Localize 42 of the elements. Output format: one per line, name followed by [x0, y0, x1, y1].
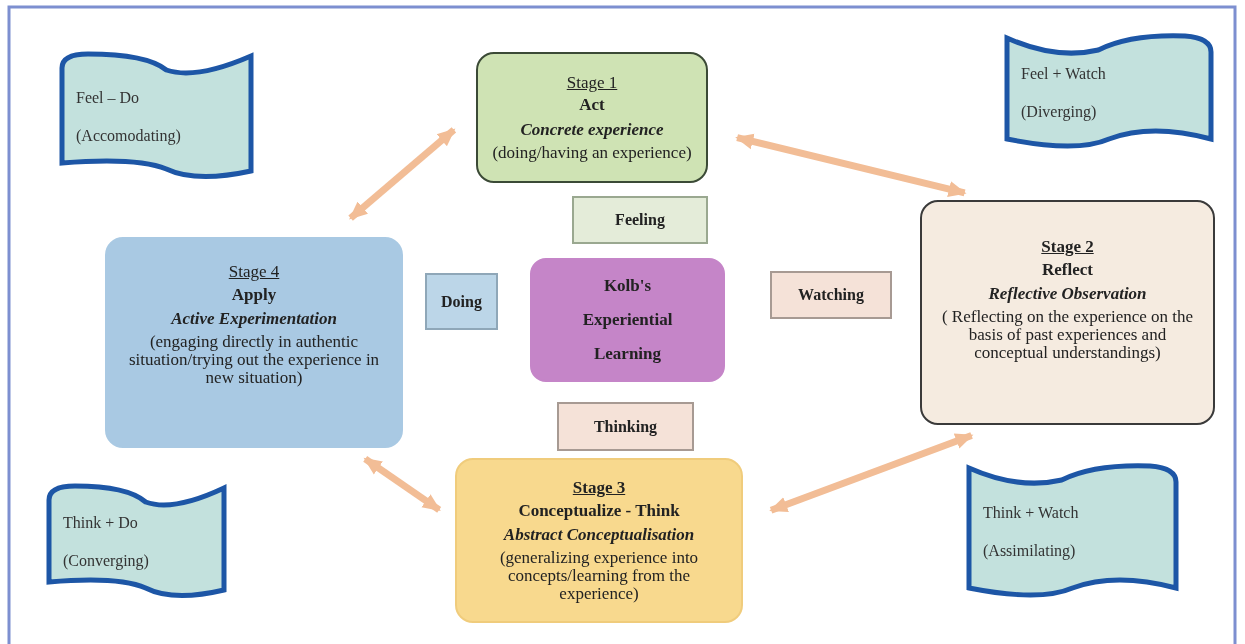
label-text: Thinking: [593, 417, 658, 436]
double-arrow: [735, 133, 967, 197]
stage-title: Reflect: [1042, 259, 1093, 280]
style-name: (Diverging): [1021, 102, 1097, 121]
style-combination: Think + Do: [63, 514, 138, 532]
mode-label: [557, 402, 694, 451]
stage-title: Conceptualize - Think: [518, 500, 680, 521]
double-arrow: [769, 432, 974, 514]
stage-description: (doing/having an experience): [492, 144, 692, 162]
stage-title: Act: [579, 95, 605, 116]
stage-number: Stage 1: [566, 73, 618, 94]
stage-title: Apply: [231, 284, 277, 305]
double-arrow: [348, 127, 457, 221]
stage-subtitle: Reflective Observation: [988, 283, 1147, 305]
stage-description: ( Reflecting on the experience on the basis of past experiences and conceptual understandings): [940, 308, 1195, 362]
double-arrow: [363, 456, 442, 513]
mode-label: [572, 196, 708, 244]
stage-subtitle: Active Experimentation: [171, 308, 337, 330]
stage-description: (generalizing experience into concepts/learning from the experience): [498, 549, 700, 603]
style-combination: Feel + Watch: [1021, 64, 1106, 83]
stage-description: (engaging directly in authentic situation/trying out the experience in new situation): [127, 333, 381, 387]
center-title: Kolb's Experiential Learning: [581, 275, 674, 365]
stage-box: [920, 200, 1215, 425]
stage-subtitle: Abstract Conceptualisation: [503, 524, 695, 546]
style-combination: Feel – Do: [76, 88, 140, 107]
label-text: Watching: [798, 286, 864, 304]
center-box: [530, 258, 725, 382]
stage-number: Stage 4: [228, 262, 280, 283]
mode-label: [425, 273, 498, 330]
stage-subtitle: Concrete experience: [520, 119, 664, 141]
label-text: Doing: [441, 292, 482, 311]
style-name: (Assimilating): [983, 542, 1076, 560]
stage-box: [105, 237, 403, 448]
style-name: (Converging): [63, 552, 149, 570]
style-name: (Accomodating): [76, 126, 181, 145]
stage-number: Stage 3: [572, 478, 626, 499]
stage-number: Stage 2: [1041, 237, 1094, 258]
mode-label: [770, 271, 892, 319]
stage-box: [455, 458, 743, 623]
stage-box: [476, 52, 708, 183]
style-combination: Think + Watch: [983, 504, 1079, 522]
label-text: Feeling: [615, 211, 665, 229]
